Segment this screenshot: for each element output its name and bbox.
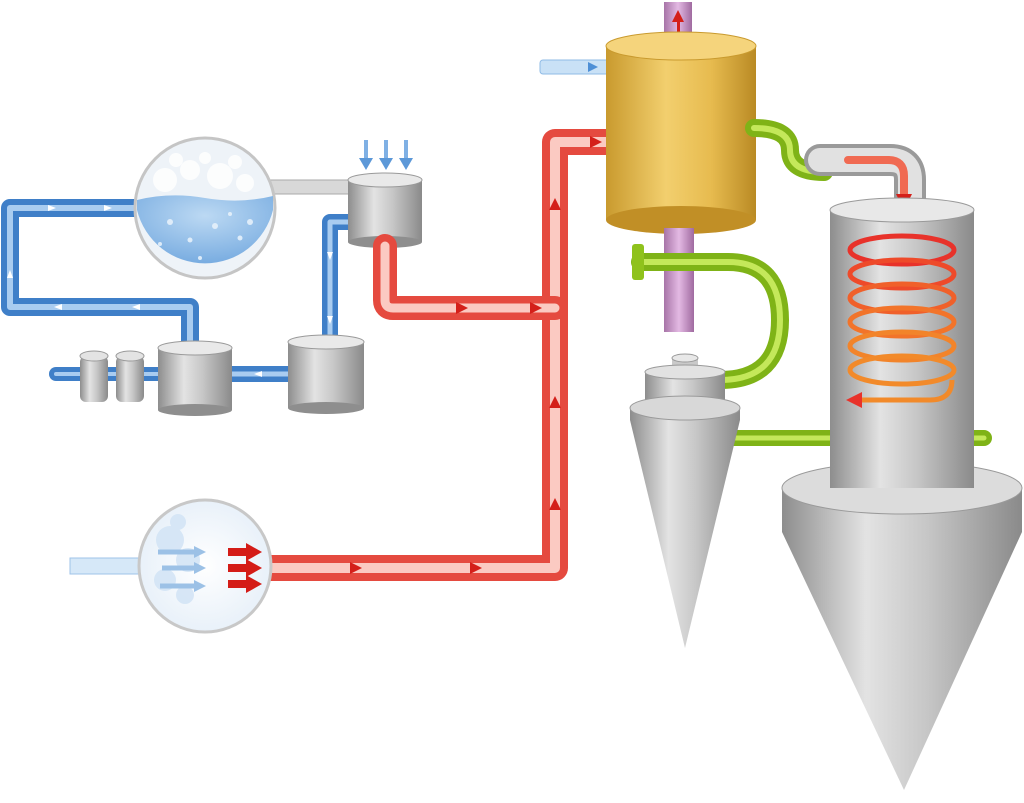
air-filter — [69, 498, 273, 634]
arrow-right-icon — [588, 62, 598, 72]
heater-water-inlet — [539, 59, 613, 75]
arrow-down-icon — [327, 252, 333, 260]
arrow-up-icon — [549, 396, 561, 408]
drying-chamber — [781, 197, 1023, 790]
pump-unit — [157, 340, 233, 416]
arrow-right-icon — [530, 302, 542, 314]
arrow-right-icon — [48, 205, 56, 211]
filter-flow-lines — [158, 549, 196, 589]
air-heater — [605, 2, 757, 332]
arrow-up-icon — [549, 498, 561, 510]
arrow-right-icon — [590, 136, 602, 148]
arrow-left-icon — [132, 304, 140, 310]
heating-coil — [847, 233, 957, 403]
hot-air-outlet-arrows — [228, 543, 262, 593]
hot-air-line — [257, 129, 621, 581]
arrow-up-icon — [549, 198, 561, 210]
arrow-down-icon — [379, 158, 393, 170]
water-flow-arrows — [7, 205, 333, 377]
arrow-left-icon — [846, 392, 862, 408]
bubbles — [153, 152, 254, 192]
arrow-right-icon — [246, 575, 262, 593]
hot-air-arrows — [350, 136, 602, 574]
arrow-right-icon — [246, 543, 262, 561]
arrow-down-icon — [399, 158, 413, 170]
cyclone-separator — [629, 353, 741, 648]
arrow-up-icon — [7, 270, 13, 278]
arrow-left-icon — [54, 304, 62, 310]
steam-inlet — [359, 140, 413, 170]
arrow-right-icon — [350, 562, 362, 574]
motor-pair — [79, 350, 145, 402]
arrow-right-icon — [246, 559, 262, 577]
arrow-left-icon — [254, 371, 262, 377]
arrow-right-icon — [470, 562, 482, 574]
arrow-down-icon — [359, 158, 373, 170]
arrow-right-icon — [104, 205, 112, 211]
arrow-right-icon — [456, 302, 468, 314]
arrow-down-icon — [327, 316, 333, 324]
heater-shaft — [664, 228, 694, 332]
vapour-pipe — [269, 179, 353, 195]
inlet-duct — [804, 144, 926, 216]
small-tank — [287, 334, 365, 414]
condenser-vessel — [133, 136, 277, 280]
arrow-up-icon — [672, 10, 684, 22]
